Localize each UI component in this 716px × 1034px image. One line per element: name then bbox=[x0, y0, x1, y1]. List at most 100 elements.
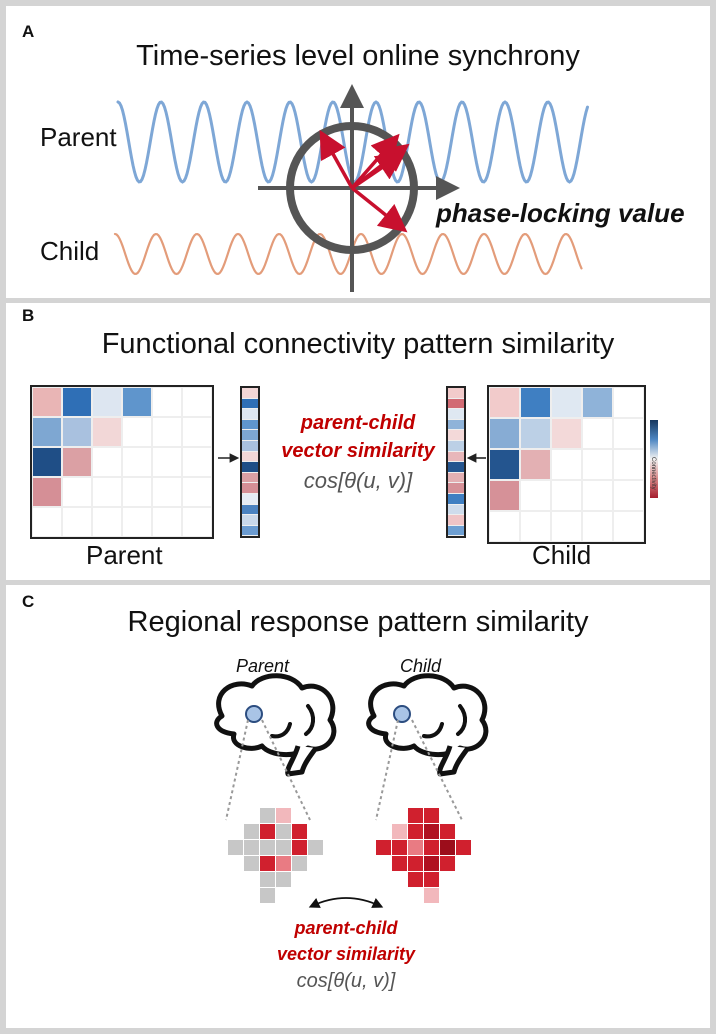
parent-brain-icon bbox=[214, 673, 337, 777]
vector-cell bbox=[448, 493, 464, 505]
voxel bbox=[424, 856, 439, 871]
matrix-cell bbox=[613, 511, 644, 542]
vector-cell bbox=[448, 388, 464, 399]
voxel bbox=[408, 856, 423, 871]
matrix-cell bbox=[182, 447, 212, 477]
panel-c-title: Regional response pattern similarity bbox=[127, 606, 589, 638]
vector-cell bbox=[242, 515, 258, 526]
parent-roi-circle bbox=[245, 705, 263, 723]
panel-b-sim-line1: parent-child bbox=[300, 412, 416, 434]
vector-cell bbox=[448, 430, 464, 441]
matrix-cell bbox=[62, 447, 92, 477]
phase-arrow-4 bbox=[350, 133, 400, 190]
voxel bbox=[276, 824, 291, 839]
vector-cell bbox=[242, 398, 258, 410]
panel-b-formula: cos[θ(u, v)] bbox=[303, 468, 413, 493]
vector-cell bbox=[448, 440, 464, 452]
panel-b-sim-line2: vector similarity bbox=[281, 440, 435, 462]
panel-b-title: Functional connectivity pattern similari… bbox=[101, 328, 615, 360]
matrix-cell bbox=[489, 387, 520, 418]
matrix-cell bbox=[182, 387, 212, 417]
unit-circle bbox=[286, 122, 418, 254]
matrix-cell bbox=[122, 387, 152, 417]
matrix-cell bbox=[122, 447, 152, 477]
vector-cell bbox=[448, 472, 464, 484]
child-roi-circle bbox=[393, 705, 411, 723]
voxel bbox=[392, 824, 407, 839]
matrix-cell bbox=[613, 449, 644, 480]
matrix-cell bbox=[32, 507, 62, 537]
matrix-cell bbox=[32, 447, 62, 477]
voxel bbox=[424, 888, 439, 903]
voxel bbox=[408, 808, 423, 823]
voxel bbox=[276, 872, 291, 887]
panel-a-child-label: Child bbox=[40, 236, 100, 266]
matrix-cell bbox=[122, 417, 152, 447]
matrix-cell bbox=[152, 387, 182, 417]
child-connectivity-vector bbox=[446, 386, 466, 539]
vector-cell bbox=[448, 451, 464, 463]
voxel bbox=[392, 856, 407, 871]
divider-b-c bbox=[0, 580, 716, 585]
voxel bbox=[260, 872, 275, 887]
phase-arrow-5 bbox=[350, 186, 408, 233]
matrix-cell bbox=[122, 507, 152, 537]
vector-cell bbox=[242, 483, 258, 494]
panel-c-sim-line1: parent-child bbox=[294, 918, 398, 938]
voxel bbox=[456, 840, 471, 855]
matrix-cell bbox=[122, 477, 152, 507]
voxel bbox=[292, 856, 307, 871]
voxel bbox=[260, 808, 275, 823]
vector-cell bbox=[448, 515, 464, 526]
parent-connectivity-vector bbox=[240, 386, 260, 539]
phase-sync-diagram bbox=[113, 84, 589, 292]
matrix-cell bbox=[489, 418, 520, 449]
vector-cell bbox=[242, 462, 258, 473]
matrix-cell bbox=[152, 447, 182, 477]
matrix-cell bbox=[551, 387, 582, 418]
child-zoom-line-left bbox=[375, 719, 399, 821]
matrix-cell bbox=[613, 480, 644, 511]
matrix-cell bbox=[152, 507, 182, 537]
matrix-cell bbox=[582, 449, 613, 480]
voxel bbox=[424, 872, 439, 887]
matrix-cell bbox=[489, 449, 520, 480]
voxel bbox=[376, 840, 391, 855]
panel-a-letter: A bbox=[22, 22, 35, 41]
voxel bbox=[244, 824, 259, 839]
voxel bbox=[244, 856, 259, 871]
voxel bbox=[424, 824, 439, 839]
matrix-cell bbox=[182, 507, 212, 537]
matrix-cell bbox=[62, 387, 92, 417]
vector-cell bbox=[448, 525, 464, 537]
panel-c-parent-label: Parent bbox=[236, 656, 290, 676]
matrix-cell bbox=[489, 480, 520, 511]
vector-cell bbox=[448, 419, 464, 431]
matrix-cell bbox=[182, 477, 212, 507]
voxel bbox=[292, 824, 307, 839]
matrix-cell bbox=[551, 449, 582, 480]
voxel bbox=[260, 856, 275, 871]
voxel bbox=[392, 840, 407, 855]
matrix-cell bbox=[92, 417, 122, 447]
panel-c-sim-line2: vector similarity bbox=[276, 944, 416, 964]
matrix-cell bbox=[520, 511, 551, 542]
vector-cell bbox=[242, 493, 258, 505]
parent-zoom-line-left bbox=[225, 719, 249, 821]
voxel bbox=[244, 840, 259, 855]
matrix-cell bbox=[520, 387, 551, 418]
vector-cell bbox=[242, 419, 258, 431]
voxel bbox=[440, 824, 455, 839]
voxel bbox=[276, 856, 291, 871]
child-zoom-line-right bbox=[411, 719, 463, 821]
vector-cell bbox=[448, 504, 464, 516]
vector-cell bbox=[448, 462, 464, 473]
matrix-cell bbox=[582, 387, 613, 418]
matrix-cell bbox=[92, 507, 122, 537]
matrix-cell bbox=[62, 417, 92, 447]
matrix-cell bbox=[613, 387, 644, 418]
voxel bbox=[260, 888, 275, 903]
voxel bbox=[260, 824, 275, 839]
matrix-cell bbox=[551, 418, 582, 449]
voxel bbox=[408, 872, 423, 887]
